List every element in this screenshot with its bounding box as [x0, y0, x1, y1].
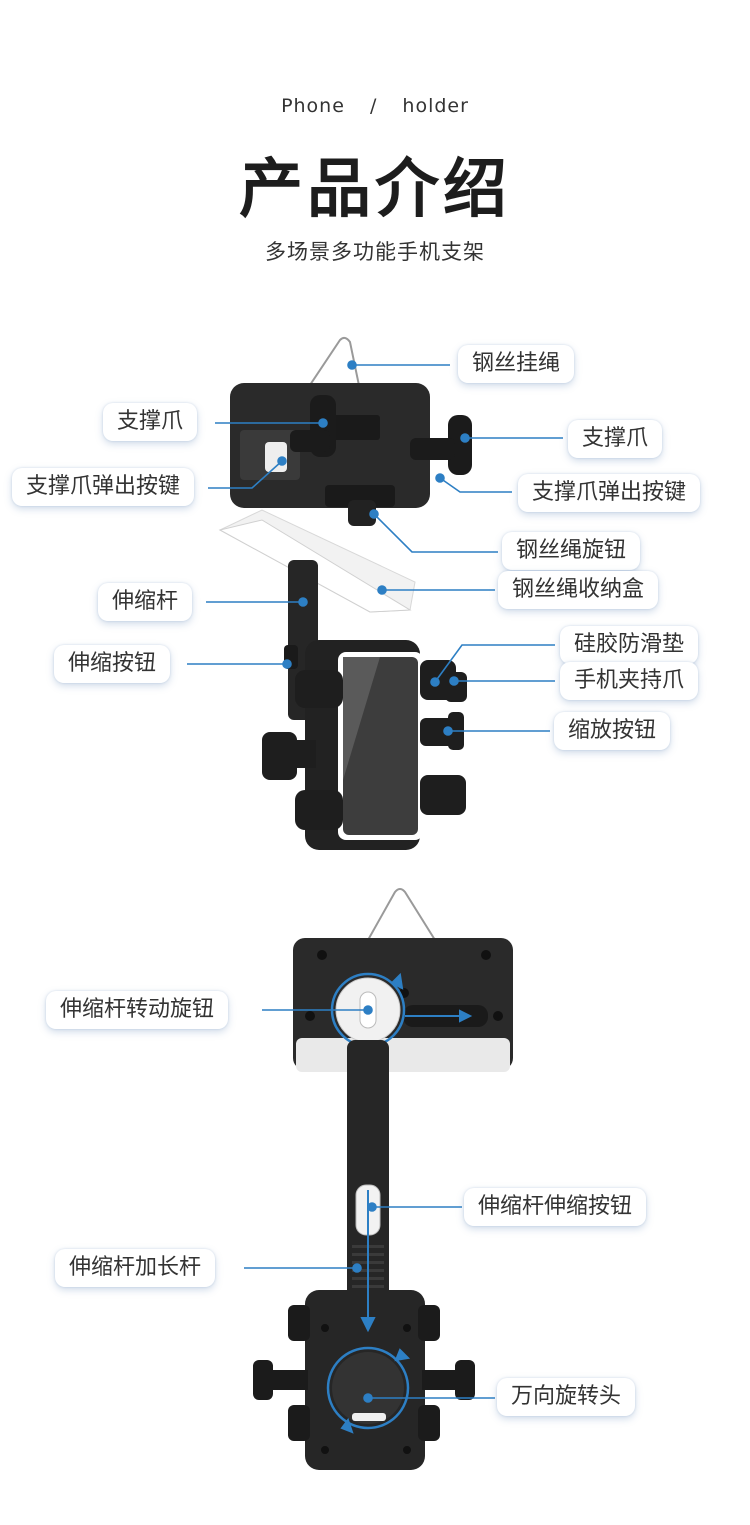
- label-claw-eject-button-right: 支撑爪弹出按键: [518, 474, 701, 512]
- header-english: Phone / holder: [0, 95, 750, 117]
- label-telescopic-rod: 伸缩杆: [98, 583, 193, 621]
- label-silicone-pad: 硅胶防滑垫: [560, 626, 699, 664]
- label-claw-eject-button-left: 支撑爪弹出按键: [12, 468, 195, 506]
- page-title: 产品介绍: [239, 153, 511, 227]
- product-diagram-bottom: [244, 888, 513, 1470]
- label-universal-swivel-head: 万向旋转头: [497, 1378, 636, 1416]
- label-zoom-button: 缩放按钮: [554, 712, 671, 750]
- label-wire-rope-box: 钢丝绳收纳盒: [498, 571, 659, 609]
- page-subtitle: 多场景多功能手机支架: [265, 240, 485, 264]
- support-claw-right-shape: [448, 415, 472, 475]
- label-phone-clamp-claw: 手机夹持爪: [560, 662, 699, 700]
- label-extension-rod: 伸缩杆加长杆: [55, 1249, 216, 1287]
- label-support-claw-right: 支撑爪: [568, 420, 663, 458]
- label-support-claw-left: 支撑爪: [103, 403, 198, 441]
- wire-rope-hanger-shape: [299, 336, 363, 401]
- label-wire-rope-knob: 钢丝绳旋钮: [502, 532, 641, 570]
- header-en-left: Phone: [281, 95, 345, 117]
- label-rod-rotation-knob: 伸缩杆转动旋钮: [46, 991, 229, 1029]
- label-wire-rope-hanger: 钢丝挂绳: [458, 345, 575, 383]
- product-diagram-top: [187, 336, 563, 850]
- header-en-right: holder: [402, 95, 469, 117]
- label-rod-telescopic-button: 伸缩杆伸缩按钮: [464, 1188, 647, 1226]
- label-telescopic-button: 伸缩按钮: [54, 645, 171, 683]
- wire-rope-knob-shape: [348, 500, 376, 526]
- universal-swivel-head-shape: [332, 1352, 404, 1424]
- header-en-separator: /: [369, 95, 378, 117]
